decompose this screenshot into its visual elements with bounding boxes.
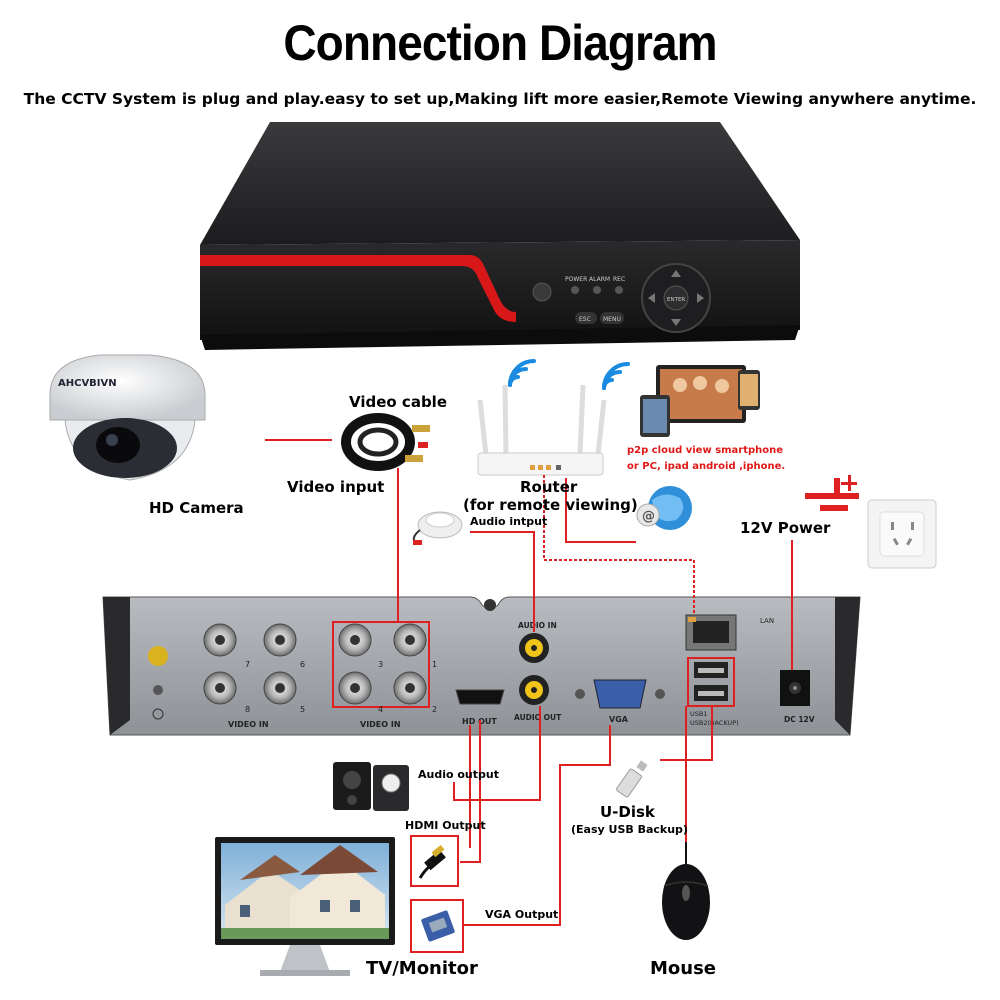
usb-disk-icon <box>616 760 648 798</box>
hd-camera-label: HD Camera <box>149 499 244 517</box>
arrow-right-icon <box>697 293 704 303</box>
audio-out-label: AUDIO OUT <box>514 713 562 722</box>
router-note-label: (for remote viewing) <box>463 496 638 514</box>
audio-in-port[interactable]: AUDIO IN <box>518 621 557 663</box>
audio-input-label: Audio intput <box>470 515 548 528</box>
router-icon <box>477 384 607 476</box>
power-led-label: POWER <box>565 276 587 283</box>
lan-port[interactable]: LAN <box>685 614 774 651</box>
channel-6-label: 6 <box>300 660 305 669</box>
page-subtitle: The CCTV System is plug and play.easy to… <box>23 90 977 108</box>
tv-monitor-label: TV/Monitor <box>366 958 478 979</box>
udisk-label: U-Disk <box>600 803 655 821</box>
channel-7-label: 7 <box>245 660 250 669</box>
p2p-label-line1: p2p cloud view smartphone <box>627 445 784 456</box>
qc-sticker-icon <box>148 646 168 666</box>
audio-in-label: AUDIO IN <box>518 621 557 630</box>
hdmi-cable-icon <box>410 835 459 887</box>
wall-socket-icon <box>867 499 937 569</box>
page-title: Connection Diagram <box>283 15 717 71</box>
hd-camera-icon: AHCVBIVN <box>49 354 206 481</box>
ir-receiver-icon <box>532 282 552 302</box>
usb2-label: USB2(BACKUP) <box>690 719 739 727</box>
menu-button[interactable] <box>600 312 624 324</box>
video-in-left-group: 7 6 8 5 VIDEO IN <box>203 623 305 729</box>
dc-12v-port[interactable]: DC 12V <box>780 670 815 724</box>
alarm-led-icon <box>593 286 601 294</box>
vga-port[interactable]: VGA <box>575 679 665 724</box>
vga-output-label: VGA Output <box>485 908 559 921</box>
video-cable-icon <box>341 413 430 471</box>
router-label: Router <box>520 478 578 496</box>
arrow-up-icon <box>671 270 681 277</box>
menu-label: MENU <box>603 316 621 323</box>
video-input-label: Video input <box>287 478 385 496</box>
arrow-down-icon <box>671 319 681 326</box>
mouse-icon <box>662 840 710 940</box>
channel-1-label: 1 <box>432 660 437 669</box>
enter-button[interactable] <box>663 285 689 311</box>
vga-cable-icon <box>410 899 464 953</box>
svg-text:@: @ <box>642 509 655 524</box>
dc-power-symbol-icon <box>805 475 859 511</box>
power-led-icon <box>571 286 579 294</box>
enter-label: ENTER <box>667 297 685 303</box>
video-in-left-label: VIDEO IN <box>228 720 269 729</box>
p2p-label-line2: or PC, ipad android ,iphone. <box>627 461 786 472</box>
video-cable-label: Video cable <box>349 393 447 411</box>
camera-brand-logo: AHCVBIVN <box>58 378 117 389</box>
rec-led-label: REC <box>613 276 625 283</box>
connection-wires <box>265 439 793 926</box>
lan-label: LAN <box>760 617 774 625</box>
alarm-led-label: ALARM <box>589 276 610 283</box>
wifi-icon <box>508 359 630 390</box>
audio-out-port[interactable]: AUDIO OUT <box>514 675 562 722</box>
usb1-label: USB1 <box>690 710 707 718</box>
arrow-left-icon <box>648 293 655 303</box>
tv-monitor-icon <box>215 837 395 976</box>
mouse-label: Mouse <box>650 958 717 979</box>
audio-output-label: Audio output <box>418 768 499 781</box>
video-in-right-group: 3 1 4 2 VIDEO IN <box>332 621 437 729</box>
rec-led-icon <box>615 286 623 294</box>
channel-3-label: 3 <box>378 660 383 669</box>
microphone-icon <box>412 511 463 545</box>
power-label: 12V Power <box>740 519 831 537</box>
hdmi-output-label: HDMI Output <box>405 819 486 832</box>
channel-8-label: 8 <box>245 705 250 714</box>
video-in-right-label: VIDEO IN <box>360 720 401 729</box>
internet-globe-icon: @ <box>636 486 692 530</box>
channel-2-label: 2 <box>432 705 437 714</box>
dc12v-label: DC 12V <box>784 715 815 724</box>
udisk-note-label: (Easy USB Backup) <box>571 823 688 836</box>
channel-5-label: 5 <box>300 705 305 714</box>
vga-label: VGA <box>609 715 629 724</box>
esc-label: ESC <box>579 316 591 323</box>
devices-collage-icon <box>640 365 760 437</box>
esc-button[interactable] <box>575 312 597 324</box>
channel-4-label: 4 <box>378 705 383 714</box>
dvr-front-unit: POWER ALARM REC ESC MENU ENTER <box>200 122 800 350</box>
dvr-back-panel <box>102 596 861 736</box>
speakers-icon <box>333 762 409 811</box>
